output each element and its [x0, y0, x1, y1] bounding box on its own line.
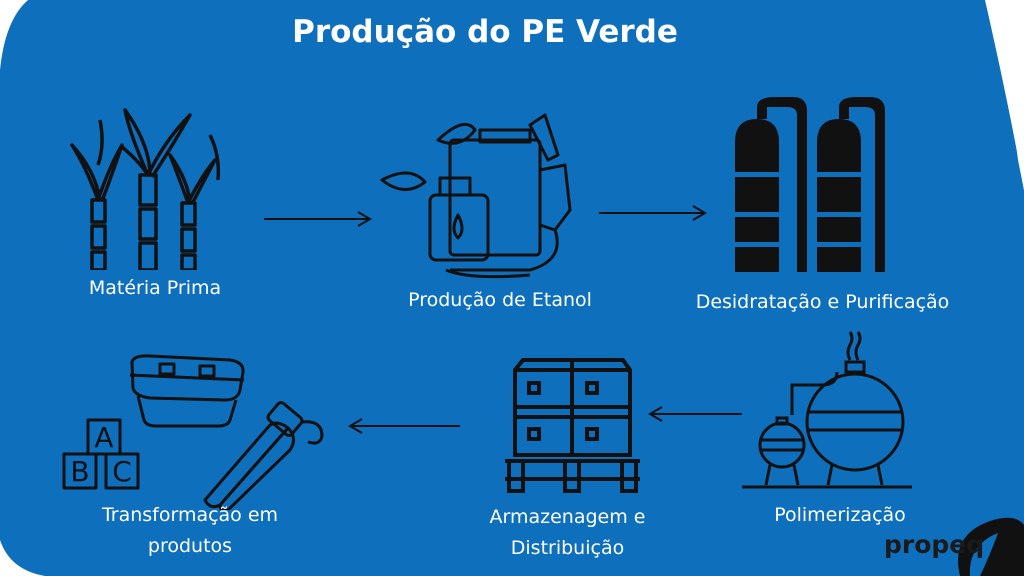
logo-swoosh-icon — [958, 517, 1024, 576]
step-label-materia-prima: Matéria Prima — [88, 277, 222, 299]
arrow-right-icon — [264, 211, 372, 227]
step-label-desidratacao: Desidratação e Purificação — [695, 291, 950, 313]
block-letter-c: C — [112, 455, 132, 488]
pallet-boxes-icon — [505, 358, 640, 493]
block-letter-b: B — [70, 455, 89, 488]
arrow-left-icon — [648, 406, 742, 422]
arrow-left-icon — [348, 418, 460, 434]
diagram-title: Produção do PE Verde — [292, 14, 678, 50]
block-letter-a: A — [94, 421, 113, 454]
reactor-tank-icon — [742, 331, 912, 489]
step-label-transformacao: Transformação em produtos — [101, 504, 279, 557]
step-label-producao-etanol: Produção de Etanol — [408, 289, 592, 311]
logo-text: propeq — [884, 530, 985, 559]
sugarcane-icon — [70, 108, 221, 270]
arrow-right-icon — [599, 205, 707, 221]
step-label-polimerizacao: Polimerização — [774, 504, 906, 526]
step-label-armazenagem: Armazenagem e Distribuição — [489, 506, 646, 559]
ethanol-fuel-icon — [380, 113, 572, 279]
products-icon: A B C — [62, 354, 324, 510]
distillation-column-icon — [735, 97, 885, 272]
